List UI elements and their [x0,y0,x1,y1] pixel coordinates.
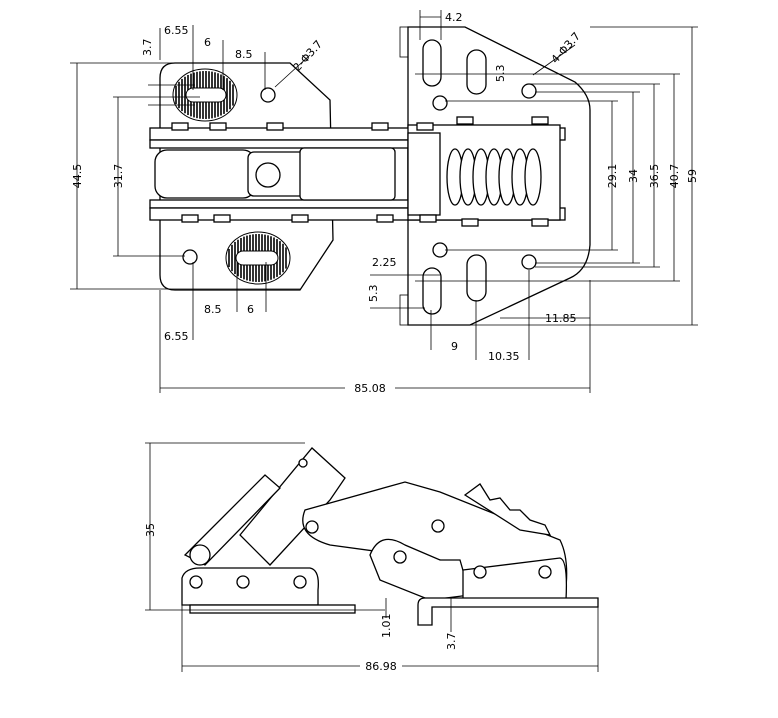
dim-31-7: 31.7 [112,164,125,189]
dim-40-7: 40.7 [668,164,681,189]
side-dimension-lines [145,442,599,672]
spring-side [463,483,552,536]
dim-86-98: 86.98 [365,660,397,673]
dimension-lines [70,10,698,393]
dim-3-7: 3.7 [141,39,154,57]
mounting-hole [182,249,198,265]
dim-3-7-side: 3.7 [445,633,458,651]
dim-44-5: 44.5 [71,164,84,189]
ribbed-slot-top [172,68,238,122]
dim-36-5: 36.5 [648,164,661,189]
right-plate-holes [432,83,537,270]
dim-2-25: 2.25 [372,256,397,269]
dim-59: 59 [686,169,699,183]
dim-6-top: 6 [204,36,211,49]
dim-4-2: 4.2 [445,11,463,24]
spring [446,148,542,206]
dim-35: 35 [144,523,157,537]
dim-6-bottom: 6 [247,303,254,316]
dim-10-35: 10.35 [488,350,520,363]
dim-8-5-bottom: 8.5 [204,303,222,316]
base-plate-left [189,604,356,614]
dim-5-3-top: 5.3 [494,65,507,83]
hole-callout-right: 4-Φ3.7 [549,30,584,66]
rivets [171,116,549,227]
dim-6-55-top: 6.55 [164,24,189,37]
pivot-pins [189,458,552,589]
dim-29-1: 29.1 [606,164,619,189]
base-left [181,567,319,606]
dim-1-01: 1.01 [380,614,393,639]
right-plate-slots [422,39,487,315]
hole-callout-left: 2-Φ3.7 [291,38,326,74]
base-plate-right [417,597,599,626]
dim-6-55-bottom: 6.55 [164,330,189,343]
dim-85-08: 85.08 [354,382,386,395]
side-view: 35 1.01 3.7 86.98 [144,442,599,673]
top-view: 44.5 31.7 3.7 6.55 6 8.5 2-Φ3.7 8.5 6 6.… [70,10,699,395]
ribbed-slot-bottom [225,231,291,285]
mounting-hole [260,87,276,103]
dim-34: 34 [627,169,640,183]
dim-9: 9 [451,340,458,353]
dim-11-85: 11.85 [545,312,577,325]
dim-8-5-top: 8.5 [235,48,253,61]
dim-5-3-bottom: 5.3 [367,285,380,303]
